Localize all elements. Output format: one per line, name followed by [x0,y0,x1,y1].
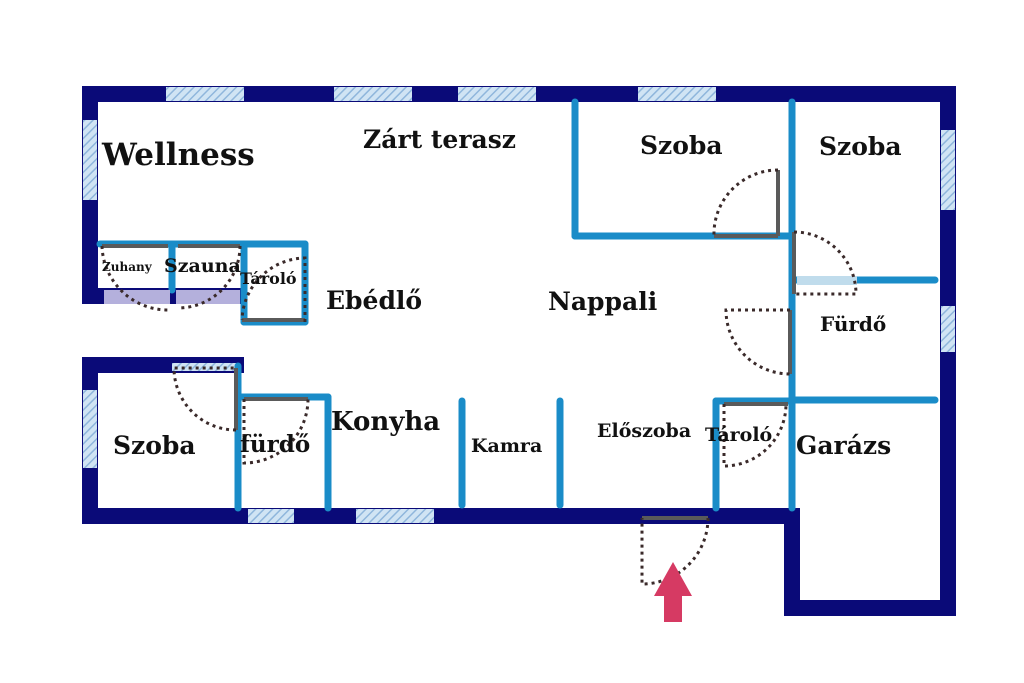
window [941,130,955,210]
window [248,509,294,523]
room-label-zuhany: Zuhany [102,260,153,274]
room-label-eloszoba: Előszoba [597,420,691,442]
window [166,87,244,101]
window [458,87,536,101]
window [83,120,97,200]
door-leaves [102,170,796,520]
sauna-tray [176,290,240,304]
room-label-ebedlo: Ebédlő [326,286,422,315]
window-glass [797,276,857,285]
room-labels: Wellness Zárt terasz Szoba Szoba Zuhany … [101,125,902,460]
room-label-tarolo-right: Tároló [705,424,772,446]
window [83,390,97,468]
room-label-tarolo-left: Tároló [240,269,297,288]
window [941,306,955,352]
outer-wall-garage-left [784,508,800,616]
windows [83,87,955,523]
arrow-up-icon [654,562,692,622]
room-label-nappali: Nappali [548,287,657,316]
shower-tray [104,290,170,304]
room-label-garazs: Garázs [796,431,891,460]
room-label-konyha: Konyha [331,407,440,437]
room-label-kamra: Kamra [471,435,542,457]
room-label-szoba-bottom-left: Szoba [113,431,196,460]
room-label-furdo-right: Fürdő [820,312,886,336]
room-label-furdo-left: fürdő [240,431,310,458]
wet-area-fixtures [104,276,857,304]
room-label-szauna: Szauna [164,255,241,277]
room-label-szoba-top-middle: Szoba [640,131,723,160]
room-label-zart-terasz: Zárt terasz [363,125,516,154]
window [638,87,716,101]
window [356,509,434,523]
window [334,87,412,101]
room-label-wellness: Wellness [101,137,255,173]
room-label-szoba-top-right: Szoba [819,132,902,161]
interior-walls [96,98,939,512]
door-swings [100,168,858,586]
outer-wall-garage-bottom [784,600,956,616]
